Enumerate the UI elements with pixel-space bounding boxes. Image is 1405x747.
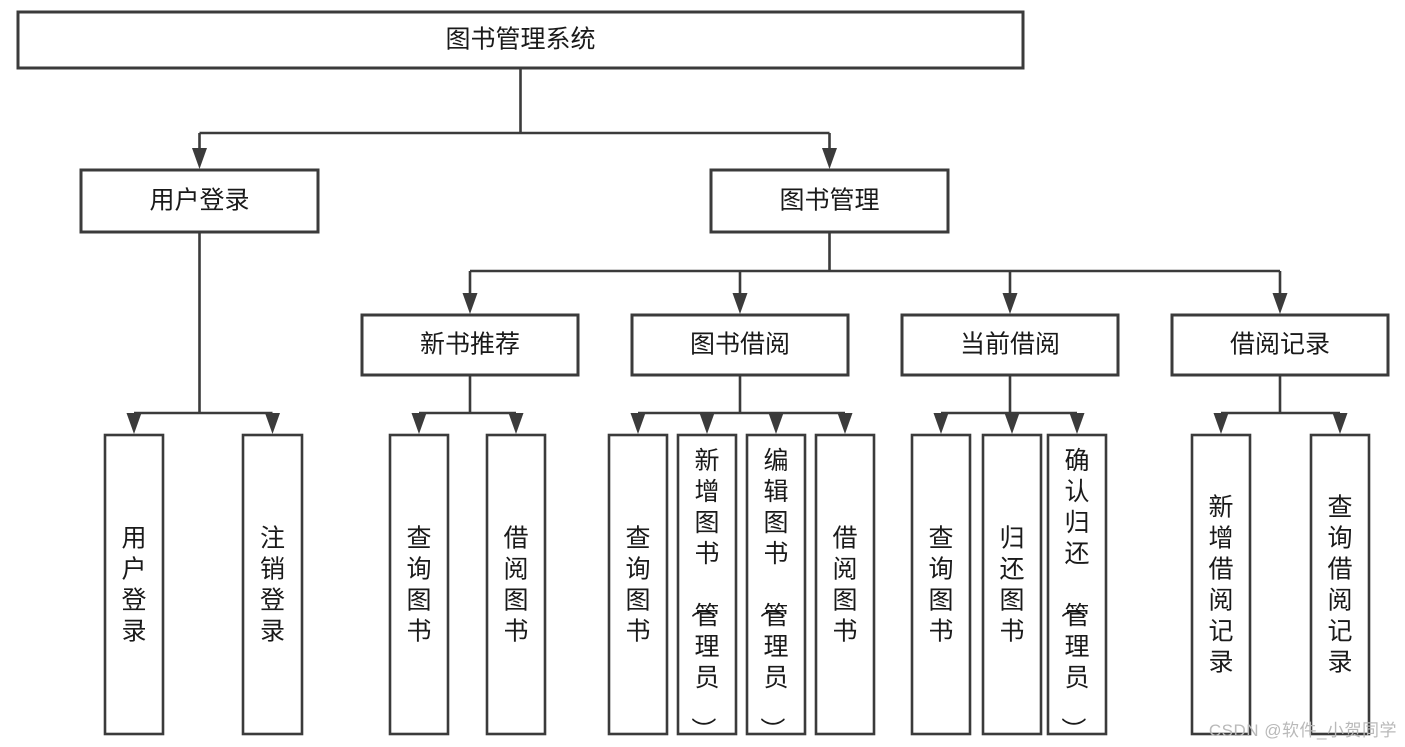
node-label: 查询图书 xyxy=(625,525,650,646)
arrow-head-icon xyxy=(1002,293,1018,314)
node-box[interactable] xyxy=(607,433,669,736)
arrow-head-icon xyxy=(1213,413,1229,434)
node-leaf-add-book[interactable]: 新增图书（管理员） xyxy=(676,433,738,742)
node-label: 新增借阅记录 xyxy=(1208,494,1233,677)
connector-group-book-borrow xyxy=(630,375,853,434)
node-label: 图书管理系统 xyxy=(445,26,595,54)
node-box[interactable] xyxy=(79,168,320,234)
connector-group-new-book-rec xyxy=(411,375,524,434)
arrow-head-icon xyxy=(462,293,478,314)
node-book-manage[interactable]: 图书管理 xyxy=(709,168,950,234)
arrow-head-icon xyxy=(265,413,280,434)
node-box[interactable] xyxy=(630,313,850,377)
node-label: 新书推荐 xyxy=(420,331,520,359)
node-user-login[interactable]: 用户登录 xyxy=(79,168,320,234)
node-leaf-borrow-book-2[interactable]: 借阅图书 xyxy=(814,433,876,736)
arrow-head-icon xyxy=(411,413,427,434)
node-leaf-query-book-1[interactable]: 查询图书 xyxy=(388,433,450,736)
node-label: 用户登录 xyxy=(121,525,146,646)
arrow-head-icon xyxy=(822,148,837,169)
node-label: 查询借阅记录 xyxy=(1327,494,1352,677)
node-label: 借阅图书 xyxy=(503,525,528,646)
arrow-head-icon xyxy=(1332,413,1348,434)
connector-group-borrow-record xyxy=(1213,375,1348,434)
arrow-head-icon xyxy=(837,413,853,434)
node-label: 查询图书 xyxy=(928,525,953,646)
node-leaf-add-record[interactable]: 新增借阅记录 xyxy=(1190,433,1252,736)
arrow-head-icon xyxy=(126,413,142,434)
csdn-watermark: CSDN @软件_小贺同学 xyxy=(1208,721,1397,740)
node-label: 注销登录 xyxy=(260,525,285,646)
node-leaf-user-login[interactable]: 用户登录 xyxy=(103,433,165,736)
node-leaf-edit-book[interactable]: 编辑图书（管理员） xyxy=(745,433,807,742)
node-box[interactable] xyxy=(1046,433,1108,736)
node-label: 当前借阅 xyxy=(960,331,1060,359)
node-leaf-query-record[interactable]: 查询借阅记录 xyxy=(1309,433,1371,736)
node-box[interactable] xyxy=(745,433,807,736)
node-label: 确认归还（管理员） xyxy=(1058,447,1089,742)
node-box[interactable] xyxy=(900,313,1120,377)
node-box[interactable] xyxy=(388,433,450,736)
node-box[interactable] xyxy=(709,168,950,234)
node-box[interactable] xyxy=(910,433,972,736)
node-root[interactable]: 图书管理系统 xyxy=(16,10,1025,70)
arrow-head-icon xyxy=(933,413,949,434)
connector-layer xyxy=(126,68,1348,434)
node-box[interactable] xyxy=(16,10,1025,70)
node-box[interactable] xyxy=(485,433,547,736)
node-leaf-query-book-2[interactable]: 查询图书 xyxy=(607,433,669,736)
node-box[interactable] xyxy=(814,433,876,736)
node-label: 编辑图书（管理员） xyxy=(757,447,788,742)
node-box[interactable] xyxy=(360,313,580,377)
node-leaf-return-book[interactable]: 归还图书 xyxy=(981,433,1043,736)
node-current-borrow[interactable]: 当前借阅 xyxy=(900,313,1120,377)
arrow-head-icon xyxy=(1069,413,1085,434)
node-box[interactable] xyxy=(1170,313,1390,377)
node-label: 用户登录 xyxy=(149,187,249,215)
arrow-head-icon xyxy=(1272,293,1288,314)
node-label: 借阅图书 xyxy=(832,525,857,646)
node-leaf-query-book-3[interactable]: 查询图书 xyxy=(910,433,972,736)
connector-group-user-login xyxy=(126,232,280,434)
arrow-head-icon xyxy=(732,293,748,314)
node-label: 查询图书 xyxy=(406,525,431,646)
node-box[interactable] xyxy=(981,433,1043,736)
node-box[interactable] xyxy=(241,433,304,736)
arrow-head-icon xyxy=(699,413,715,434)
arrow-head-icon xyxy=(508,413,524,434)
node-label: 归还图书 xyxy=(999,525,1024,646)
connector-group-current-borrow xyxy=(933,375,1085,434)
node-new-book-rec[interactable]: 新书推荐 xyxy=(360,313,580,377)
node-layer: 图书管理系统用户登录图书管理新书推荐图书借阅当前借阅借阅记录用户登录注销登录查询… xyxy=(16,10,1390,742)
connector-group-root xyxy=(192,68,837,169)
node-box[interactable] xyxy=(1190,433,1252,736)
node-label: 图书管理 xyxy=(779,187,879,215)
node-box[interactable] xyxy=(1309,433,1371,736)
arrow-head-icon xyxy=(1004,413,1020,434)
node-label: 图书借阅 xyxy=(690,331,790,359)
node-borrow-record[interactable]: 借阅记录 xyxy=(1170,313,1390,377)
node-leaf-borrow-book-1[interactable]: 借阅图书 xyxy=(485,433,547,736)
node-box[interactable] xyxy=(676,433,738,736)
node-label: 借阅记录 xyxy=(1230,331,1330,359)
arrow-head-icon xyxy=(192,148,207,169)
arrow-head-icon xyxy=(630,413,646,434)
node-box[interactable] xyxy=(103,433,165,736)
node-book-borrow[interactable]: 图书借阅 xyxy=(630,313,850,377)
node-leaf-logout[interactable]: 注销登录 xyxy=(241,433,304,736)
node-leaf-confirm-return[interactable]: 确认归还（管理员） xyxy=(1046,433,1108,742)
arrow-head-icon xyxy=(768,413,784,434)
connector-group-book-manage xyxy=(462,232,1288,314)
node-label: 新增图书（管理员） xyxy=(688,447,719,742)
